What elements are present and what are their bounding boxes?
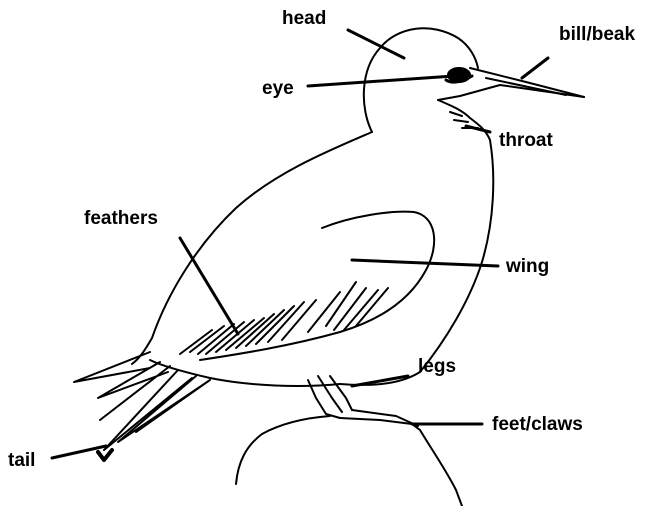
label-head: head <box>282 8 326 29</box>
bird-wing-outline <box>200 212 434 360</box>
rock-outline <box>236 416 462 506</box>
label-wing: wing <box>505 256 549 277</box>
bird-belly-outline <box>150 360 340 386</box>
bird-leg-front <box>318 376 352 412</box>
bird-bill-lower <box>438 85 584 100</box>
leader-lines <box>52 30 548 458</box>
label-eye: eye <box>262 78 294 99</box>
label-bill: bill/beak <box>559 24 635 45</box>
leader-eye <box>308 76 454 86</box>
leader-feathers <box>180 238 238 334</box>
leader-wing <box>352 260 498 266</box>
label-legs: legs <box>418 356 456 377</box>
label-feathers: feathers <box>84 208 158 229</box>
leader-bill <box>522 58 548 78</box>
bird-tail <box>74 352 210 450</box>
bird-wing-feathers <box>180 282 388 354</box>
bird-feet <box>340 410 420 430</box>
label-tail: tail <box>8 450 35 471</box>
bird-tail-tip <box>98 450 112 460</box>
part-labels: head bill/beak eye throat feathers wing … <box>8 8 635 471</box>
bird-throat-outline <box>438 100 490 140</box>
label-feet: feet/claws <box>492 414 583 435</box>
label-throat: throat <box>499 130 554 151</box>
